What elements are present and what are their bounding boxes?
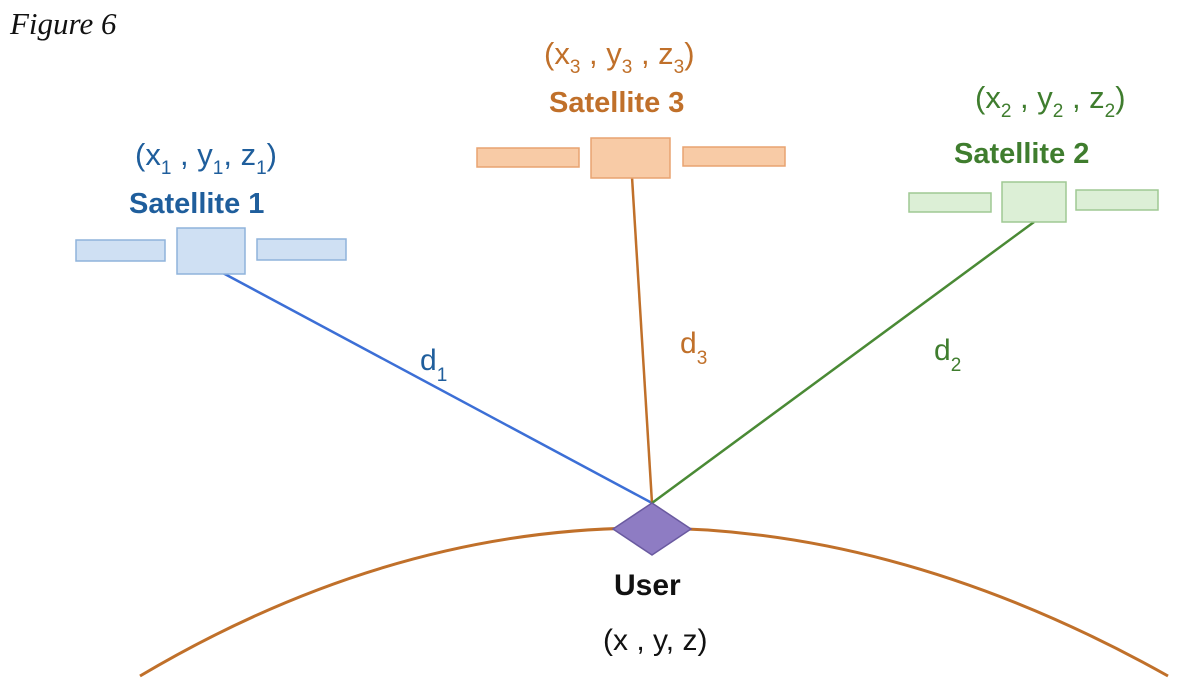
satellite-3-left-panel xyxy=(476,147,580,168)
satellite-1-coords: (x1 , y1, z1) xyxy=(135,137,277,179)
satellite-1 xyxy=(75,227,347,275)
satellite-2 xyxy=(908,181,1159,223)
satellite-2-coords: (x2 , y2 , z2) xyxy=(975,80,1126,122)
satellite-3-right-panel xyxy=(682,146,786,167)
distance-label-1: d1 xyxy=(420,344,447,386)
distance-label-2: d2 xyxy=(934,334,961,376)
user-marker xyxy=(611,502,693,556)
satellite-1-left-panel xyxy=(75,239,166,262)
satellite-3-body xyxy=(590,137,671,179)
user-label: User xyxy=(614,569,681,602)
satellite-2-left-panel xyxy=(908,192,992,213)
satellite-3 xyxy=(476,137,786,179)
satellite-1-body xyxy=(176,227,246,275)
satellite-2-label: Satellite 2 xyxy=(954,138,1089,170)
satellite-2-right-panel xyxy=(1075,189,1159,211)
distance-line-3 xyxy=(630,176,654,504)
satellite-1-right-panel xyxy=(256,238,347,261)
user-coords: (x , y, z) xyxy=(603,624,707,657)
satellite-2-body xyxy=(1001,181,1067,223)
satellite-3-coords: (x3 , y3 , z3) xyxy=(544,36,695,78)
distance-line-1 xyxy=(220,270,653,505)
satellite-3-label: Satellite 3 xyxy=(549,87,684,119)
figure-caption: Figure 6 xyxy=(10,6,117,41)
distance-line-2 xyxy=(651,220,1035,505)
satellite-1-label: Satellite 1 xyxy=(129,188,264,220)
distance-label-3: d3 xyxy=(680,327,707,369)
